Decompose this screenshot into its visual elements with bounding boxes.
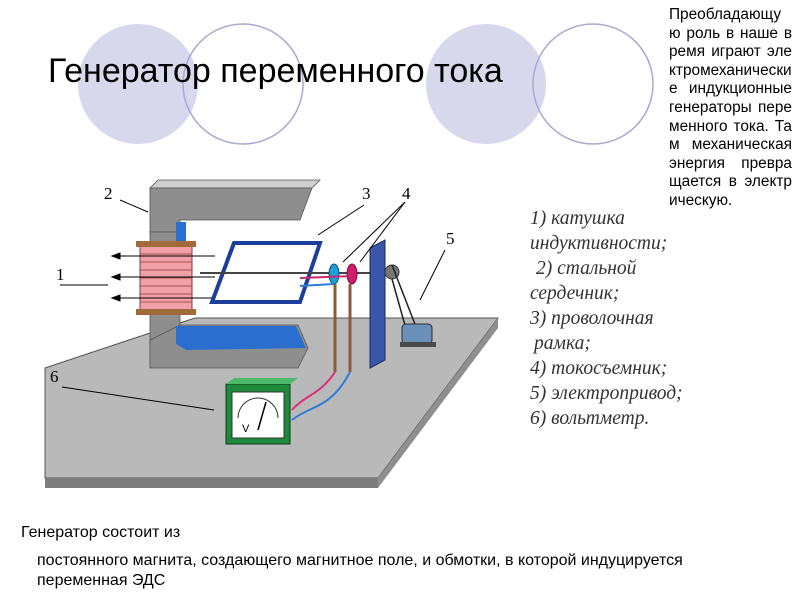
circle-2 [182, 23, 304, 145]
field-arrows [110, 252, 215, 302]
diagram-legend: 1) катушка индуктивности; 2) стальной се… [530, 206, 700, 431]
coil-windings [140, 253, 192, 303]
bottom-text-body: постоянного магнита, создающего магнитно… [37, 552, 683, 589]
wire-blue [291, 371, 351, 421]
legend-item: 4) токосъемник; [530, 358, 668, 379]
motor-base [400, 342, 436, 347]
callout-label-2: 2 [104, 184, 113, 203]
magnet-top [149, 179, 321, 189]
coil-top-plate [136, 241, 196, 247]
callout-label-1: 1 [56, 265, 65, 284]
motor [401, 323, 433, 345]
legend-item: 1) катушка [530, 208, 625, 229]
voltmeter-symbol: V [242, 423, 250, 435]
legend-item: 6) вольтметр. [530, 408, 650, 429]
legend-item: рамка; [534, 333, 591, 354]
base-front [45, 478, 378, 488]
circle-3 [426, 24, 546, 144]
generator-diagram: V 2 3 4 5 1 6 [44, 179, 499, 488]
frame-lead-2 [299, 275, 353, 279]
belt-1 [391, 264, 419, 333]
magnet-top-front [149, 187, 313, 233]
callout-label-4: 4 [402, 184, 411, 203]
wire-red [291, 371, 336, 411]
magnet-pole-top [176, 222, 186, 246]
voltmeter-scale [237, 397, 279, 419]
legend-item: сердечник; [530, 283, 620, 304]
callout-label-6: 6 [50, 367, 59, 386]
bottom-text-heading: Генератор состоит из [21, 524, 181, 541]
slip-ring-1 [328, 263, 340, 285]
voltmeter-top [226, 378, 298, 384]
callout-labels: 2 3 4 5 1 6 [50, 184, 455, 386]
base-side [378, 318, 498, 488]
legend-item: 5) электропривод; [530, 383, 683, 404]
callout-label-3: 3 [362, 184, 371, 203]
support-plate [369, 239, 386, 369]
circle-4 [532, 23, 654, 145]
page-title: Генератор переменного тока [48, 52, 503, 90]
magnet-pole-bottom [176, 326, 306, 350]
legend-item: 2) стальной [536, 258, 637, 279]
side-paragraph: Преобладающую роль в наше время играют э… [669, 6, 792, 209]
callout-lines [60, 199, 446, 411]
decorative-circles [78, 23, 654, 145]
coil-bottom-plate [136, 309, 196, 315]
wire-frame [209, 241, 323, 304]
callout-label-5: 5 [446, 229, 455, 248]
slip-ring-2 [346, 263, 358, 285]
legend-item: индуктивности; [530, 233, 668, 254]
circle-1 [78, 24, 198, 144]
voltmeter-needle [257, 401, 267, 431]
legend-item: 3) проволочная [530, 308, 654, 329]
frame-lead-1 [299, 283, 335, 287]
voltmeter-face [231, 391, 285, 439]
